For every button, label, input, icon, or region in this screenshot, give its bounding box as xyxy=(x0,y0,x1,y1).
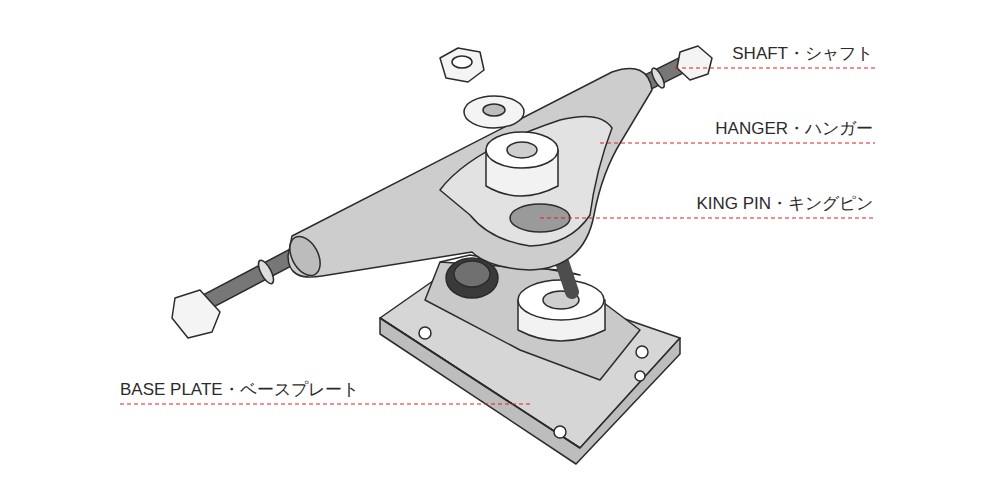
part-label: SHAFT・シャフト xyxy=(730,44,875,64)
part-label: BASE PLATE・ベースプレート xyxy=(118,380,361,400)
leader-lines xyxy=(120,68,875,404)
part-label: HANGER・ハンガー xyxy=(713,119,875,139)
part-label: KING PIN・キングピン xyxy=(694,194,875,214)
